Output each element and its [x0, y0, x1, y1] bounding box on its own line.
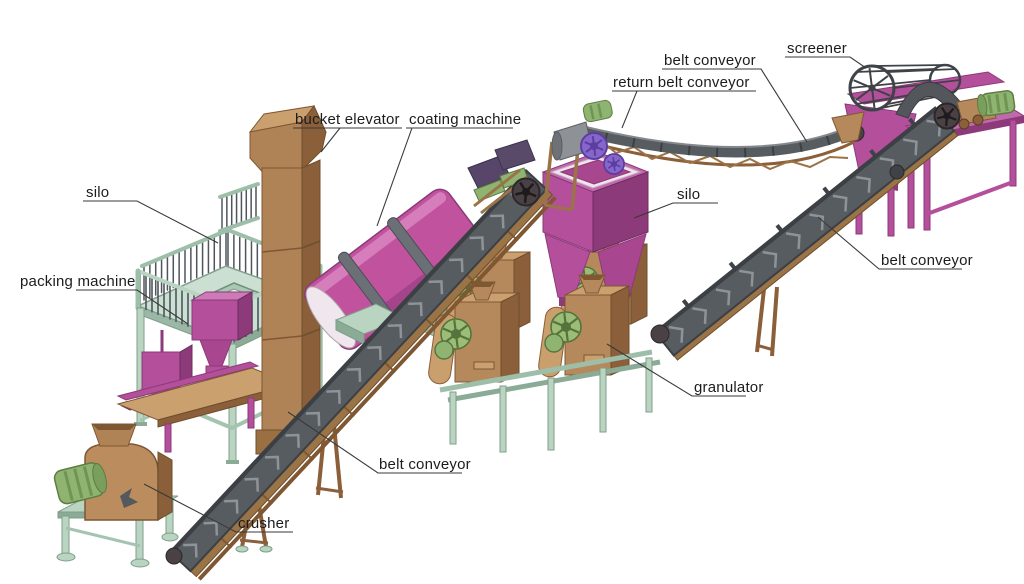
label-belt-conveyor-bottom: belt conveyor [379, 456, 471, 473]
granulator-stand [439, 349, 661, 453]
label-return-belt-conveyor: return belt conveyor [613, 74, 750, 91]
belt-conveyor-screener [650, 106, 959, 361]
leader-screener [785, 56, 867, 69]
return-belt-conveyor-unit [543, 99, 865, 212]
label-silo-left: silo [86, 184, 110, 201]
belt-conveyor-crusher [165, 139, 557, 581]
leader-granulator [606, 343, 746, 397]
leader-bucket-elevator [293, 127, 402, 153]
label-granulator: granulator [694, 379, 764, 396]
label-coating-machine: coating machine [409, 111, 522, 128]
leader-crusher [143, 483, 293, 533]
crusher-unit [53, 423, 179, 568]
packing-funnel [199, 339, 233, 367]
silo-middle-bin [541, 151, 650, 314]
leader-return-belt-conveyor [612, 90, 756, 129]
packing-machine [116, 291, 294, 453]
screener-feed-hopper [831, 111, 865, 144]
label-screener: screener [787, 40, 847, 57]
label-belt-conveyor-top: belt conveyor [664, 52, 756, 69]
leader-belt-conveyor-top [662, 68, 808, 143]
packing-head [191, 299, 239, 341]
tail-pulley [165, 547, 183, 565]
label-silo-middle: silo [677, 186, 701, 203]
label-crusher: crusher [238, 515, 290, 532]
screener-unit [844, 63, 1024, 237]
tail-pulley [650, 324, 670, 344]
label-packing-machine: packing machine [20, 273, 136, 290]
fence-upper [221, 184, 257, 231]
label-bucket-elevator: bucket elevator [295, 111, 400, 128]
leader-belt-conveyor-bottom [287, 411, 462, 474]
leader-silo-middle [633, 202, 718, 219]
crusher-motor [53, 462, 108, 505]
leader-silo-left [83, 200, 219, 244]
return-belt [576, 123, 861, 158]
leader-belt-conveyor-right [817, 216, 962, 270]
drum-ring-wheel [848, 64, 896, 112]
granulator-front-left [428, 281, 520, 385]
head-motor [494, 139, 536, 171]
return-motor [582, 99, 613, 123]
screener-motor [976, 90, 1016, 117]
screener-drive [933, 90, 1016, 130]
label-belt-conveyor-right: belt conveyor [881, 252, 973, 269]
leader-packing-machine [76, 289, 189, 325]
elevator-column [261, 167, 303, 437]
leader-coating-machine [376, 127, 513, 227]
leader-lines [76, 56, 962, 533]
